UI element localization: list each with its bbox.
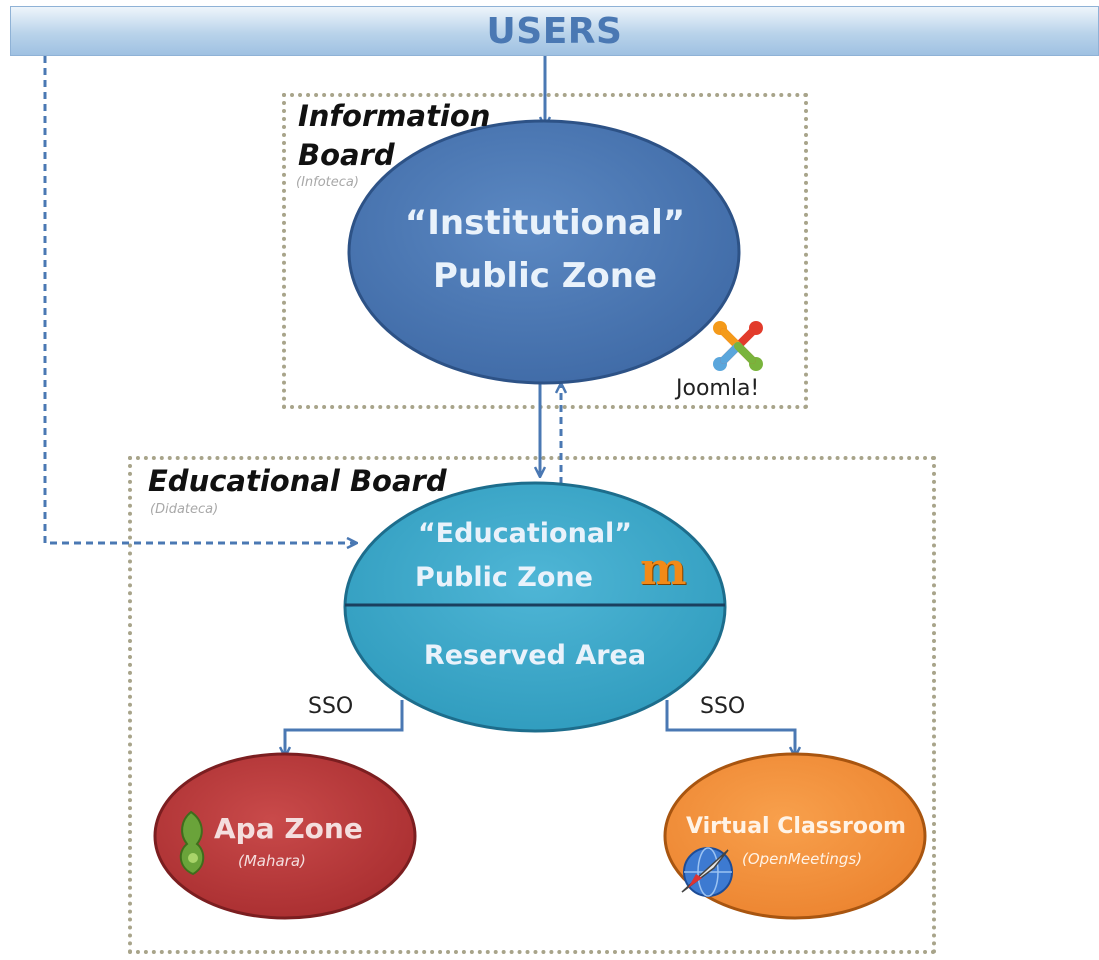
users-label: USERS [486, 11, 623, 52]
information-board-subtitle: (Infoteca) [296, 175, 359, 190]
moodle-logo-icon: m [640, 544, 687, 595]
joomla-logo-icon [713, 321, 763, 371]
dashed-arrow-users-to-educational [43, 56, 356, 543]
institutional-zone-line1: “Institutional” [404, 203, 686, 243]
sso-right-label: SSO [700, 694, 746, 719]
virtual-classroom-subtitle: (OpenMeetings) [742, 850, 863, 868]
sso-left-label: SSO [308, 694, 354, 719]
information-board-title-line1: Information [298, 99, 491, 133]
apa-zone-title: Apa Zone [214, 812, 363, 845]
educational-board-box [128, 456, 936, 954]
educational-zone-line1: “Educational” [417, 518, 633, 549]
educational-zone-line2: Public Zone [415, 562, 593, 593]
information-board-title-line2: Board [298, 138, 395, 172]
educational-board-subtitle: (Didateca) [150, 502, 219, 517]
institutional-zone-line2: Public Zone [432, 256, 658, 296]
apa-zone-ellipse [153, 752, 417, 920]
mahara-logo-icon [179, 810, 205, 876]
openmeetings-logo-icon [681, 847, 733, 897]
educational-public-zone-ellipse [343, 481, 727, 733]
joomla-logo-text: Joomla! [676, 376, 760, 401]
apa-zone-subtitle: (Mahara) [238, 852, 306, 870]
institutional-public-zone-ellipse [347, 119, 741, 385]
sso-arrow-right [665, 700, 795, 756]
virtual-classroom-title: Virtual Classroom [686, 814, 906, 839]
educational-board-title: Educational Board [148, 464, 447, 498]
reserved-area-label: Reserved Area [423, 640, 647, 671]
users-bar [10, 6, 1099, 56]
sso-arrow-left [285, 700, 404, 756]
